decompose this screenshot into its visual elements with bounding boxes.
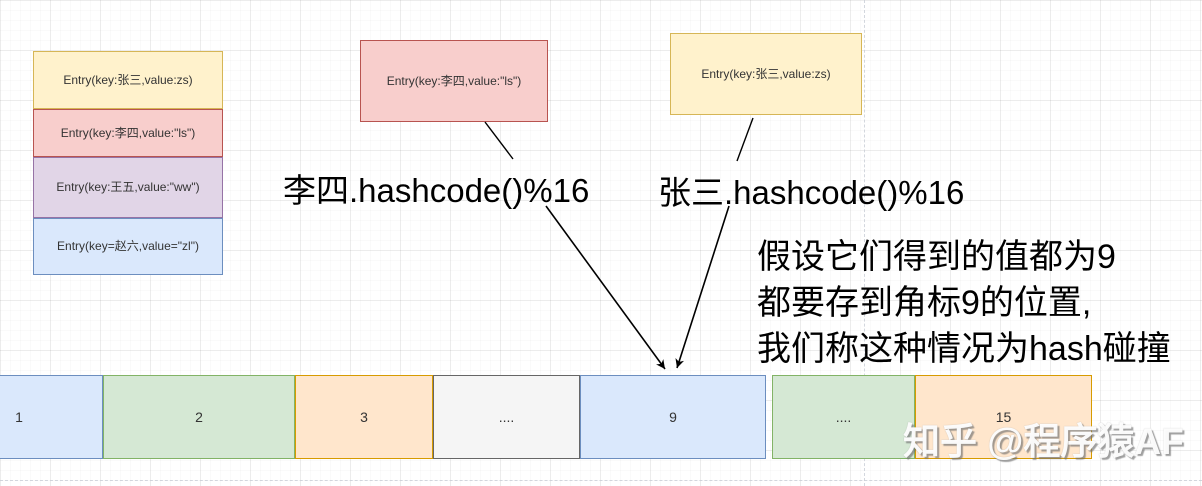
- page-boundary-vertical-line: [864, 0, 865, 486]
- entry-label: Entry(key:张三,value:zs): [701, 66, 831, 81]
- bucket-label: 9: [669, 409, 677, 425]
- page-boundary-horizontal-line: [0, 480, 1202, 481]
- arrow-lisi-to-bucket9: [545, 205, 666, 370]
- floating-entry-box-zhangsan: Entry(key:张三,value:zs): [670, 33, 862, 115]
- bucket-label: 15: [995, 409, 1012, 425]
- bucket-cell-ellipsis-right: ....: [772, 375, 915, 459]
- bucket-cell-9: 9: [580, 375, 766, 459]
- formula-lisi-hashcode: 李四.hashcode()%16: [283, 172, 590, 209]
- explanation-line-2: 都要存到角标9的位置,: [757, 284, 1092, 322]
- entry-label: Entry(key:王五,value:"ww"): [56, 180, 200, 195]
- entry-stack-box-zhangsan: Entry(key:张三,value:zs): [33, 51, 223, 109]
- bucket-label: 2: [195, 409, 203, 425]
- zhihu-watermark: 知乎 @程序猿AF: [903, 421, 1184, 462]
- floating-entry-box-lisi: Entry(key:李四,value:"ls"): [360, 40, 548, 122]
- entry-label: Entry(key=赵六,value="zl"): [57, 239, 199, 254]
- explanation-line-1: 假设它们得到的值都为9: [757, 238, 1116, 276]
- bucket-label: ....: [835, 409, 852, 425]
- bucket-cell-15: 15: [915, 375, 1092, 459]
- formula-zhangsan-hashcode: 张三.hashcode()%16: [658, 174, 965, 211]
- entry-stack-box-wangwu: Entry(key:王五,value:"ww"): [33, 157, 223, 218]
- entry-label: Entry(key:张三,value:zs): [63, 72, 193, 87]
- connector-redbox-to-formula: [484, 121, 514, 160]
- entry-stack-box-zhaoliu: Entry(key=赵六,value="zl"): [33, 218, 223, 275]
- entry-label: Entry(key:李四,value:"ls"): [386, 73, 522, 88]
- bucket-cell-2: 2: [103, 375, 295, 459]
- entry-label: Entry(key:李四,value:"ls"): [60, 125, 196, 140]
- bucket-label: 1: [15, 409, 23, 425]
- bucket-cell-3: 3: [295, 375, 433, 459]
- bucket-label: 3: [360, 409, 368, 425]
- arrow-zhangsan-to-bucket9: [675, 205, 730, 369]
- entry-stack-box-lisi: Entry(key:李四,value:"ls"): [33, 109, 223, 157]
- explanation-text: 假设它们得到的值都为9 都要存到角标9的位置, 我们称这种情况为hash碰撞: [757, 234, 1171, 372]
- explanation-line-3: 我们称这种情况为hash碰撞: [757, 330, 1171, 368]
- bucket-label: ....: [498, 409, 515, 425]
- bucket-cell-1: 1: [0, 375, 103, 459]
- bucket-cell-ellipsis-left: ....: [433, 375, 580, 459]
- connector-yellowbox-to-formula: [736, 117, 754, 162]
